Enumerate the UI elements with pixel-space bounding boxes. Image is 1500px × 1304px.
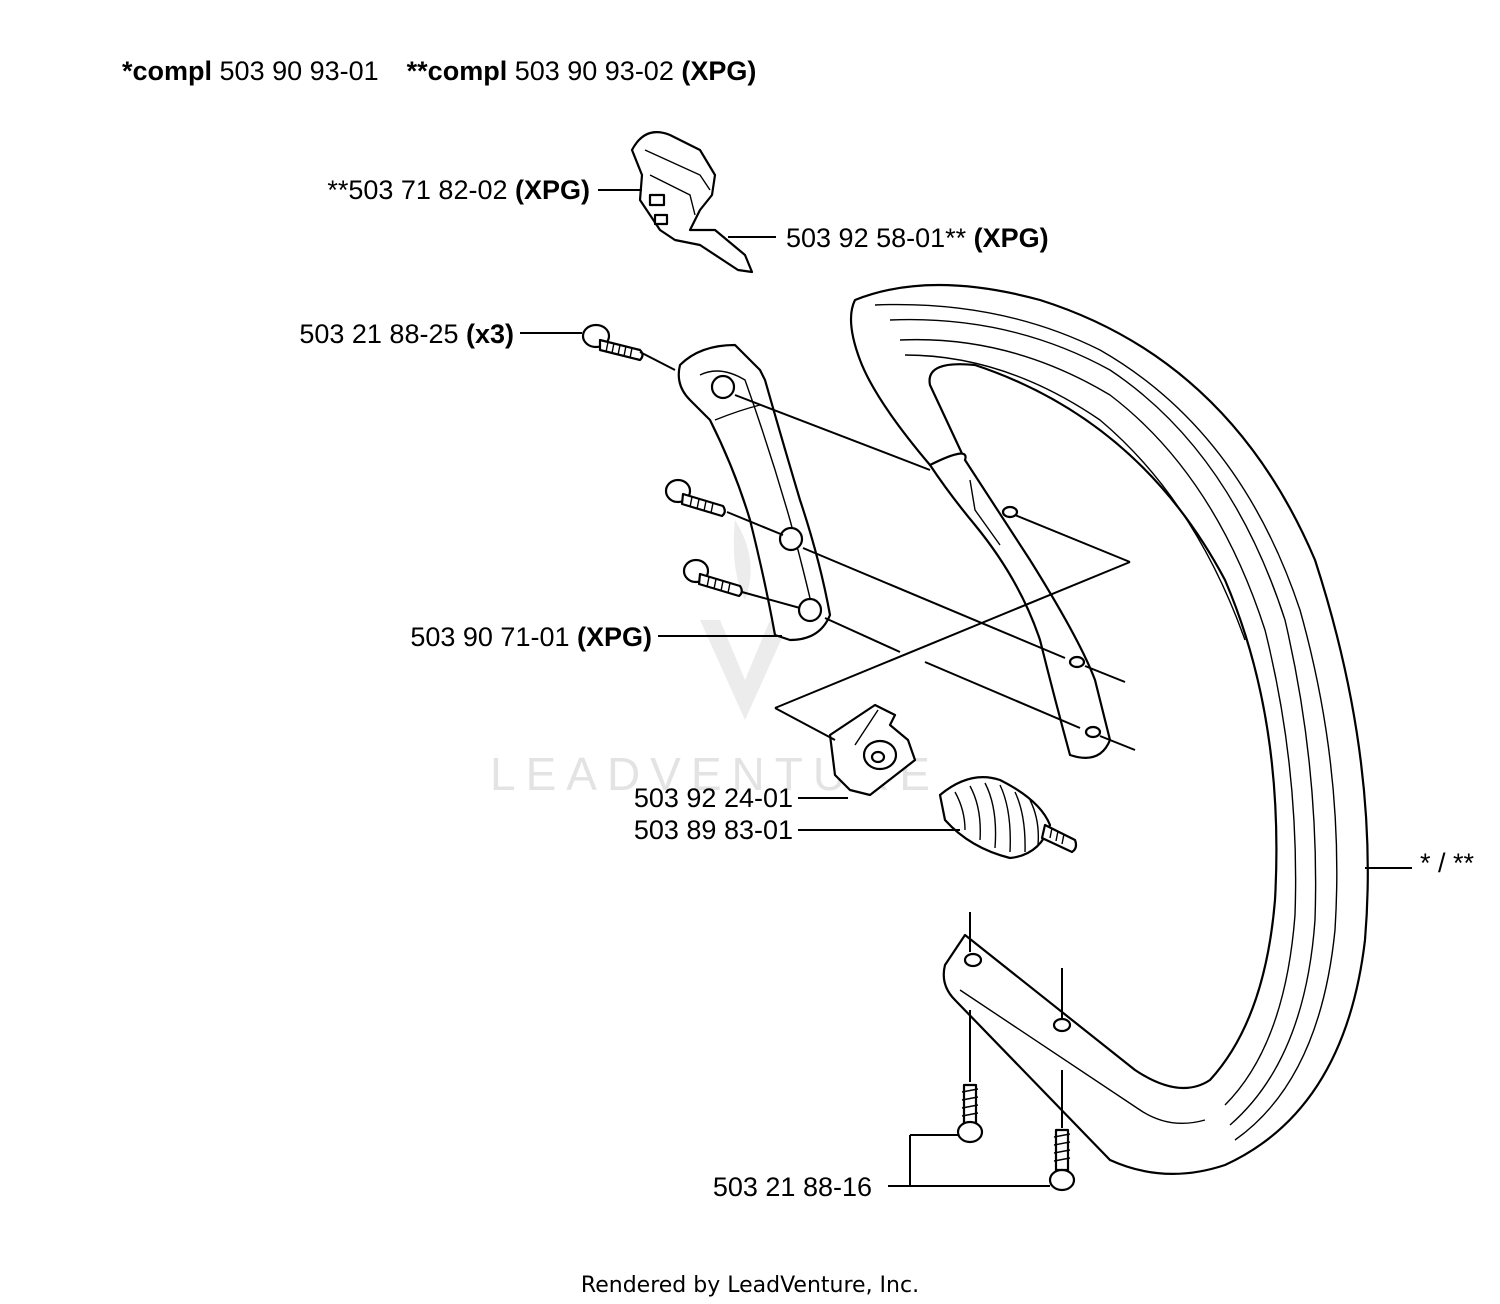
screw-middle [664,478,726,518]
screw-top [581,323,644,362]
compl2-number: 503 90 93-02 [507,56,681,86]
bracket [677,343,832,642]
leader-lines [520,189,1412,1187]
screw-bottom-right [1048,1128,1076,1192]
callout-spring: 503 89 83-01 [634,815,793,845]
compl1-number: 503 90 93-01 [212,56,379,86]
callout-bracket: 503 90 71-01 (XPG) [410,622,652,652]
compl1-prefix: *compl [122,56,212,86]
compl-header-line: *compl 503 90 93-01**compl 503 90 93-02 … [122,56,756,86]
lever-number: 503 92 58-01** [786,223,974,253]
screw-lower [682,558,743,598]
switch-terminal-2 [653,213,669,226]
compl2-prefix: **compl [407,56,508,86]
lever-suffix: (XPG) [974,223,1049,253]
spring-holder [828,703,917,797]
callout-handle: * / ** [1420,848,1475,878]
screw-bottom-left [956,1083,984,1144]
switch-number: **503 71 82-02 [327,175,515,205]
footer-credit: Rendered by LeadVenture, Inc. [581,1273,919,1298]
bracket-number: 503 90 71-01 [410,622,577,652]
compl2-suffix: (XPG) [681,56,756,86]
switch-terminal-1 [648,193,666,207]
callout-holder: 503 92 24-01 [634,783,793,813]
callout-top-screw: 503 21 88-25 (x3) [299,319,514,349]
switch-assembly [630,131,754,274]
switch-suffix: (XPG) [515,175,590,205]
screw-number: 503 21 88-25 [299,319,466,349]
watermark-logo [700,520,790,720]
callout-lever: 503 92 58-01** (XPG) [786,223,1049,253]
bracket-suffix: (XPG) [577,622,652,652]
front-handle [849,283,1369,1175]
spring [938,776,1078,860]
callout-switch: **503 71 82-02 (XPG) [327,175,590,205]
screw-suffix: (x3) [466,319,514,349]
assembly-lines [639,351,1136,1128]
callout-bottom-screws: 503 21 88-16 [713,1172,872,1202]
